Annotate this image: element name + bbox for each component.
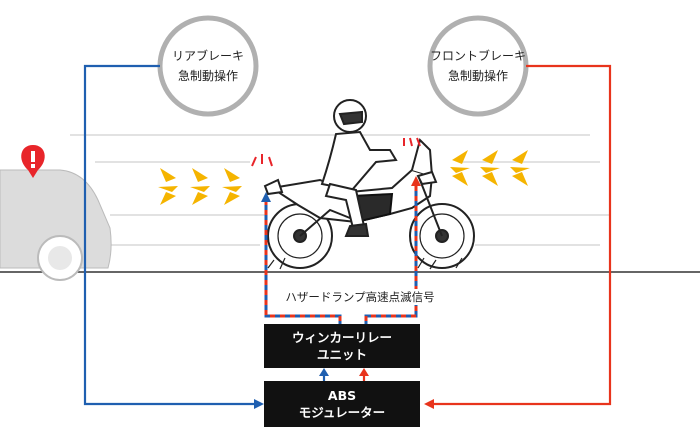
rear-hazard-lights <box>158 168 242 205</box>
abs-modulator-line2: モジュレーター <box>298 405 386 420</box>
front-brake-arrowhead <box>424 399 434 409</box>
winker-unit-line2: ユニット <box>316 347 367 362</box>
hazard-signal-lines <box>264 186 418 324</box>
speed-lines <box>70 134 610 246</box>
rear-brake-label: リアブレーキ 急制動操作 <box>158 46 258 86</box>
rear-brake-line2: 急制動操作 <box>177 69 238 83</box>
front-brake-line2: 急制動操作 <box>447 69 508 83</box>
rear-brake-arrowhead <box>254 399 264 409</box>
hazard-signal-label: ハザードランプ高速点滅信号 <box>280 289 440 305</box>
rear-brake-line1: リアブレーキ <box>171 49 244 63</box>
abs-modulator-box: ABS モジュレーター <box>264 381 420 427</box>
hazard-arrowhead-left <box>261 192 271 202</box>
rear-brake-line <box>83 64 258 406</box>
abs-to-relay-red-head <box>359 368 369 376</box>
front-hazard-lights <box>450 150 530 186</box>
car-illustration <box>0 169 112 281</box>
winker-relay-unit-box: ウィンカーリレー ユニット <box>264 324 420 368</box>
abs-modulator-line1: ABS <box>327 388 357 403</box>
front-brake-line1: フロントブレーキ <box>429 49 526 63</box>
front-brake-line <box>430 64 612 406</box>
hazard-arrowhead-right <box>411 176 421 186</box>
lamp-flash-marks <box>251 137 421 167</box>
front-brake-label: フロントブレーキ 急制動操作 <box>428 46 528 86</box>
exclamation-icon <box>21 145 45 178</box>
abs-to-relay-blue-head <box>319 368 329 376</box>
winker-unit-line1: ウィンカーリレー <box>291 330 392 345</box>
motorcycle-illustration <box>263 99 475 270</box>
